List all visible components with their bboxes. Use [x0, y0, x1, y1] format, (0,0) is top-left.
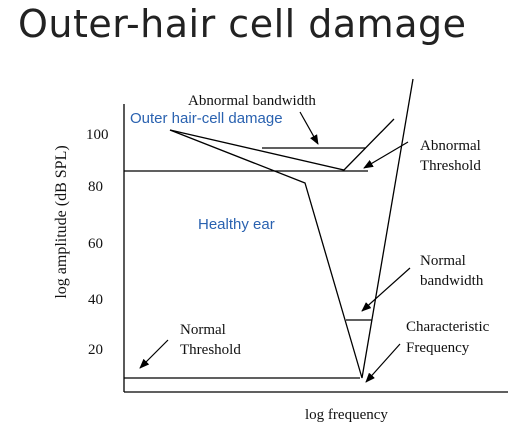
- slide-title: Outer-hair cell damage: [18, 2, 467, 46]
- abnormal-bandwidth-arrow: [299, 111, 319, 145]
- y-axis-label: log amplitude (dB SPL): [53, 145, 70, 298]
- normal-threshold-arrow: [139, 339, 169, 369]
- y-tick-label: 60: [88, 236, 103, 252]
- abnormal-threshold-label-line2: Threshold: [420, 158, 481, 174]
- normal-threshold-label-line2: Threshold: [180, 342, 241, 358]
- normal-threshold-label-line1: Normal: [180, 322, 226, 338]
- characteristic-frequency-label-line1: Characteristic: [406, 319, 490, 335]
- normal-bandwidth-label-line2: bandwidth: [420, 273, 484, 289]
- x-axis-label: log frequency: [305, 407, 388, 423]
- damaged-region-label: Outer hair-cell damage: [130, 110, 283, 127]
- y-tick-label: 80: [88, 179, 103, 195]
- healthy-tuning-curve: [169, 78, 414, 379]
- abnormal-threshold-label-line1: Abnormal: [420, 138, 481, 154]
- damaged-tuning-curve: [169, 118, 395, 171]
- normal-bandwidth-arrow: [361, 267, 411, 312]
- healthy-region-label: Healthy ear: [198, 216, 275, 233]
- y-tick-label: 20: [88, 342, 103, 358]
- abnormal-bandwidth-label: Abnormal bandwidth: [188, 93, 316, 109]
- characteristic-frequency-arrow: [365, 343, 401, 383]
- normal-bandwidth-label-line1: Normal: [420, 253, 466, 269]
- abnormal-threshold-arrow: [363, 141, 409, 169]
- characteristic-frequency-label-line2: Frequency: [406, 340, 470, 356]
- y-tick-label: 40: [88, 292, 103, 308]
- y-tick-label: 100: [86, 127, 109, 143]
